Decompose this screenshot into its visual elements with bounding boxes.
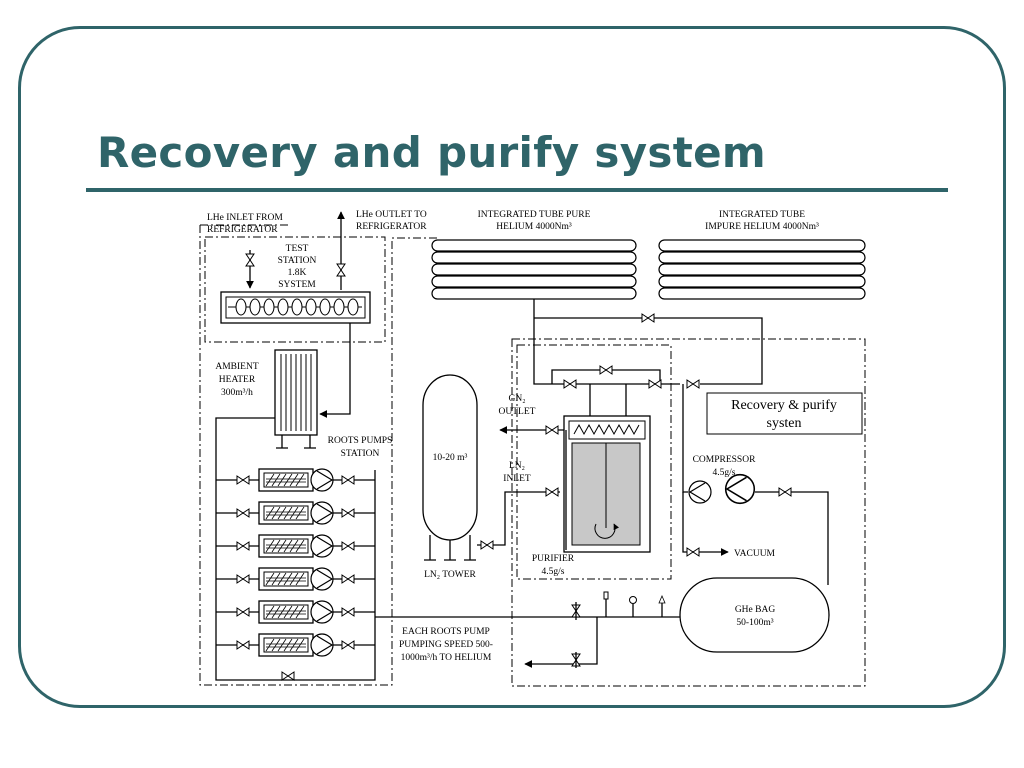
cavity-string-icon bbox=[220, 291, 371, 324]
roots-pump-rows bbox=[216, 468, 375, 681]
purifier-label-1: PURIFIER bbox=[532, 554, 575, 564]
test-station-label-2: STATION bbox=[278, 256, 317, 266]
test-station-boundary bbox=[204, 236, 386, 343]
tube-header-line bbox=[533, 299, 763, 385]
compressor-label-1: COMPRESSOR bbox=[693, 455, 756, 465]
recovery-box-label-1: Recovery & purify bbox=[731, 398, 837, 413]
ghe-bag-icon bbox=[679, 577, 830, 653]
compressor-return-line bbox=[682, 384, 688, 493]
impure-tube-label-1: INTEGRATED TUBE bbox=[719, 210, 805, 220]
ln2-supply-line bbox=[477, 491, 560, 546]
recovery-label-box bbox=[706, 392, 863, 435]
heater-label-3: 300m³/h bbox=[221, 388, 253, 398]
bag-label-2: 50-100m³ bbox=[736, 618, 773, 628]
impure-helium-tubes-icon bbox=[658, 239, 866, 300]
impure-tube-label-2: IMPURE HELIUM 4000Nm³ bbox=[705, 222, 819, 232]
gn2-label-2: OUTLET bbox=[499, 407, 536, 417]
recovery-box-label-2: systen bbox=[767, 416, 802, 431]
lhe-outlet-label-1: LHe OUTLET TO bbox=[356, 210, 427, 220]
compressor-label-2: 4.5g/s bbox=[713, 468, 736, 478]
ln2-tower-valve-icon bbox=[480, 540, 494, 550]
purifier-inlet-valve-icon bbox=[563, 379, 577, 389]
lhe-inlet-label-2: REFRIGERATOR bbox=[207, 225, 278, 235]
roots-label-2: STATION bbox=[341, 449, 380, 459]
lhe-inlet-label-1: LHe INLET FROM bbox=[207, 213, 283, 223]
purifier-outlet-valve-icon bbox=[648, 379, 662, 389]
heater-label-1: AMBIENT bbox=[215, 362, 258, 372]
gn2-label-1: GN₂ bbox=[508, 394, 525, 404]
compressor-valve-icon bbox=[778, 487, 792, 497]
compressor-feed-line bbox=[755, 491, 829, 585]
slide-frame bbox=[18, 26, 1006, 708]
pump-speed-label-3: 1000m³/h TO HELIUM bbox=[401, 653, 492, 663]
ln2-tower-label: LN₂ TOWER bbox=[424, 570, 476, 580]
pump-speed-label-2: PUMPING SPEED 500- bbox=[399, 640, 493, 650]
test-station-label-4: SYSTEM bbox=[278, 280, 316, 290]
lhe-outlet-label-2: REFRIGERATOR bbox=[356, 222, 427, 232]
bag-label-1: GHe BAG bbox=[735, 605, 776, 615]
return-line bbox=[319, 323, 351, 418]
purifier-connections bbox=[589, 384, 627, 418]
ln2-inlet-label-1: LN₂ bbox=[509, 461, 525, 471]
pure-tube-label-2: HELIUM 4000Nm³ bbox=[496, 222, 572, 232]
vacuum-valve-icon bbox=[686, 547, 700, 557]
tube-crossover-valve-icon bbox=[641, 313, 655, 323]
tank-volume-label: 10-20 m³ bbox=[433, 453, 468, 463]
ambient-heater-icon bbox=[274, 349, 318, 449]
roots-label-1: ROOTS PUMPS bbox=[328, 436, 393, 446]
purifier-label-2: 4.5g/s bbox=[542, 567, 565, 577]
purifier-bypass-valve-icon bbox=[599, 365, 613, 375]
ln2-inlet-valve-icon bbox=[545, 487, 559, 497]
slide-title: Recovery and purify system bbox=[97, 128, 766, 177]
gn2-valve-icon bbox=[545, 425, 559, 435]
ln2-tower-icon bbox=[422, 374, 478, 561]
drain-line bbox=[524, 617, 598, 668]
pure-tube-label-1: INTEGRATED TUBE PURE bbox=[478, 210, 591, 220]
purifier-vessel-icon bbox=[563, 415, 651, 553]
title-rule bbox=[86, 188, 948, 192]
compressor-pump-icon-1 bbox=[688, 480, 712, 504]
pump-speed-label-1: EACH ROOTS PUMP bbox=[402, 627, 490, 637]
vacuum-label: VACUUM bbox=[734, 549, 776, 559]
heater-label-2: HEATER bbox=[219, 375, 256, 385]
manifold-line bbox=[215, 417, 376, 681]
purifier-boundary bbox=[516, 344, 672, 580]
inlet-valve-icon bbox=[245, 253, 255, 267]
test-station-label-3: 1.8K bbox=[288, 268, 307, 278]
impure-line-valve-icon bbox=[686, 379, 700, 389]
ln2-inlet-label-2: INLET bbox=[503, 474, 531, 484]
recovery-boundary bbox=[511, 338, 866, 687]
test-station-label-1: TEST bbox=[286, 244, 309, 254]
outlet-valve-icon bbox=[336, 263, 346, 277]
vacuum-line bbox=[682, 492, 729, 556]
compressor-pump-icon-2 bbox=[724, 473, 756, 505]
pure-helium-tubes-icon bbox=[431, 239, 637, 300]
left-boundary bbox=[199, 224, 440, 686]
